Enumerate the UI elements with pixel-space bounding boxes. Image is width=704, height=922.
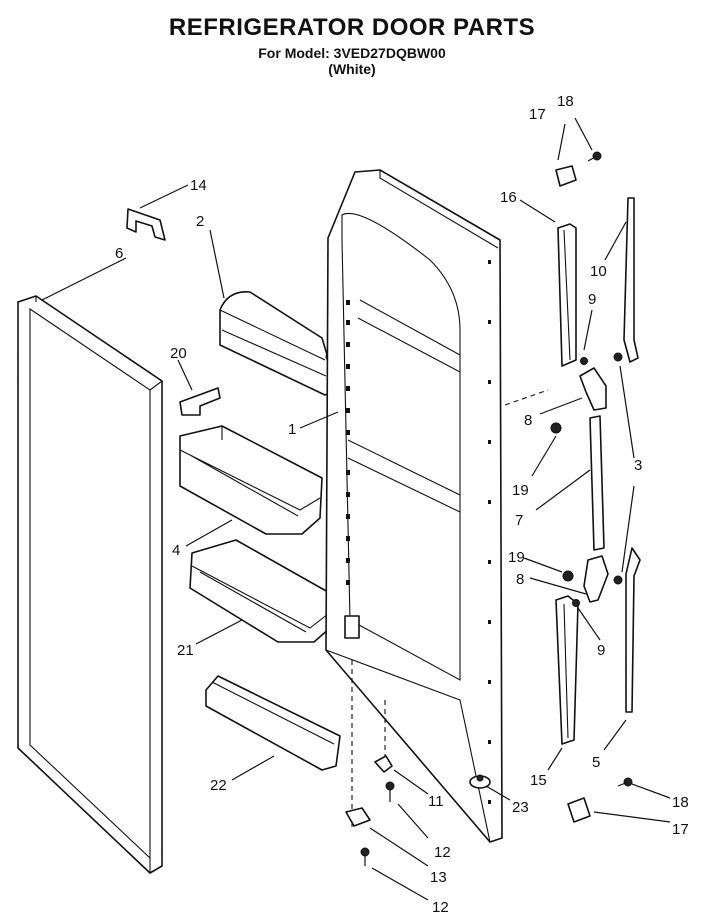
callout-9-lower: 9 [597,642,605,659]
callout-7: 7 [515,512,523,529]
screw-19-lower-part [562,570,574,582]
callout-15: 15 [530,772,547,789]
callout-labels: 17 18 16 10 9 8 3 19 7 19 8 9 5 15 18 17… [115,93,689,916]
callout-22: 22 [210,777,227,794]
handle-mount-lower-part [583,555,609,603]
door-gasket-part [17,295,163,874]
handle-insert-part [589,415,605,551]
callout-6: 6 [115,245,123,262]
callout-8-upper: 8 [524,412,532,429]
callout-16: 16 [500,189,517,206]
callout-21: 21 [177,642,194,659]
hinge-bracket-part [345,807,371,827]
callout-18-top: 18 [557,93,574,110]
callout-11: 11 [428,793,444,810]
callout-14: 14 [190,177,207,194]
callout-2: 2 [196,213,204,230]
bushing-part [469,774,491,789]
hinge-cover-top-part [555,165,577,187]
screw-19-upper-part [550,422,562,434]
door-bin-lower-part [189,539,331,643]
callout-17-bottom: 17 [672,821,689,838]
screw-top-part [587,151,602,162]
screw-9-upper-part [580,357,588,365]
handle-trim-lower-part [555,595,580,745]
door-liner-part [325,169,503,843]
handle-lower-part [625,547,641,713]
door-bin-upper-part [179,425,323,535]
callout-1: 1 [288,421,296,438]
callout-10: 10 [590,263,607,280]
color-line: (White) [328,61,376,77]
callout-23: 23 [512,799,529,816]
callout-9-upper: 9 [588,291,596,308]
screw-3-lower-part [613,575,623,585]
callout-20: 20 [170,345,187,362]
callout-4: 4 [172,542,180,559]
callout-13: 13 [430,869,447,886]
callout-5: 5 [592,754,600,771]
callout-3: 3 [634,457,642,474]
screw-3-upper-part [613,352,623,362]
handle-mount-upper-part [579,367,607,411]
trim-clip-part [126,208,166,241]
hinge-cover-bottom-part [567,797,591,823]
callout-8-lower: 8 [516,571,524,588]
door-bin-bottom-part [205,675,341,771]
callout-18-bottom: 18 [672,794,689,811]
callout-12-lower: 12 [432,899,449,916]
diagram-title: REFRIGERATOR DOOR PARTS [168,14,536,41]
hinge-pin-part [374,755,393,773]
screw-12-upper-part [385,781,395,802]
screw-12-lower-part [360,847,370,866]
handle-upper-part [623,197,639,363]
handle-trim-upper-part [557,223,577,367]
leader-lines [41,117,671,901]
bracket-part [179,387,221,416]
model-line: For Model: 3VED27DQBW00 [258,45,446,61]
dairy-door-part [219,291,335,396]
screw-bottom-part [617,777,633,787]
callout-19-upper: 19 [512,482,529,499]
callout-17-top: 17 [529,106,546,123]
callout-19-lower: 19 [508,549,525,566]
callout-12-upper: 12 [434,844,451,861]
